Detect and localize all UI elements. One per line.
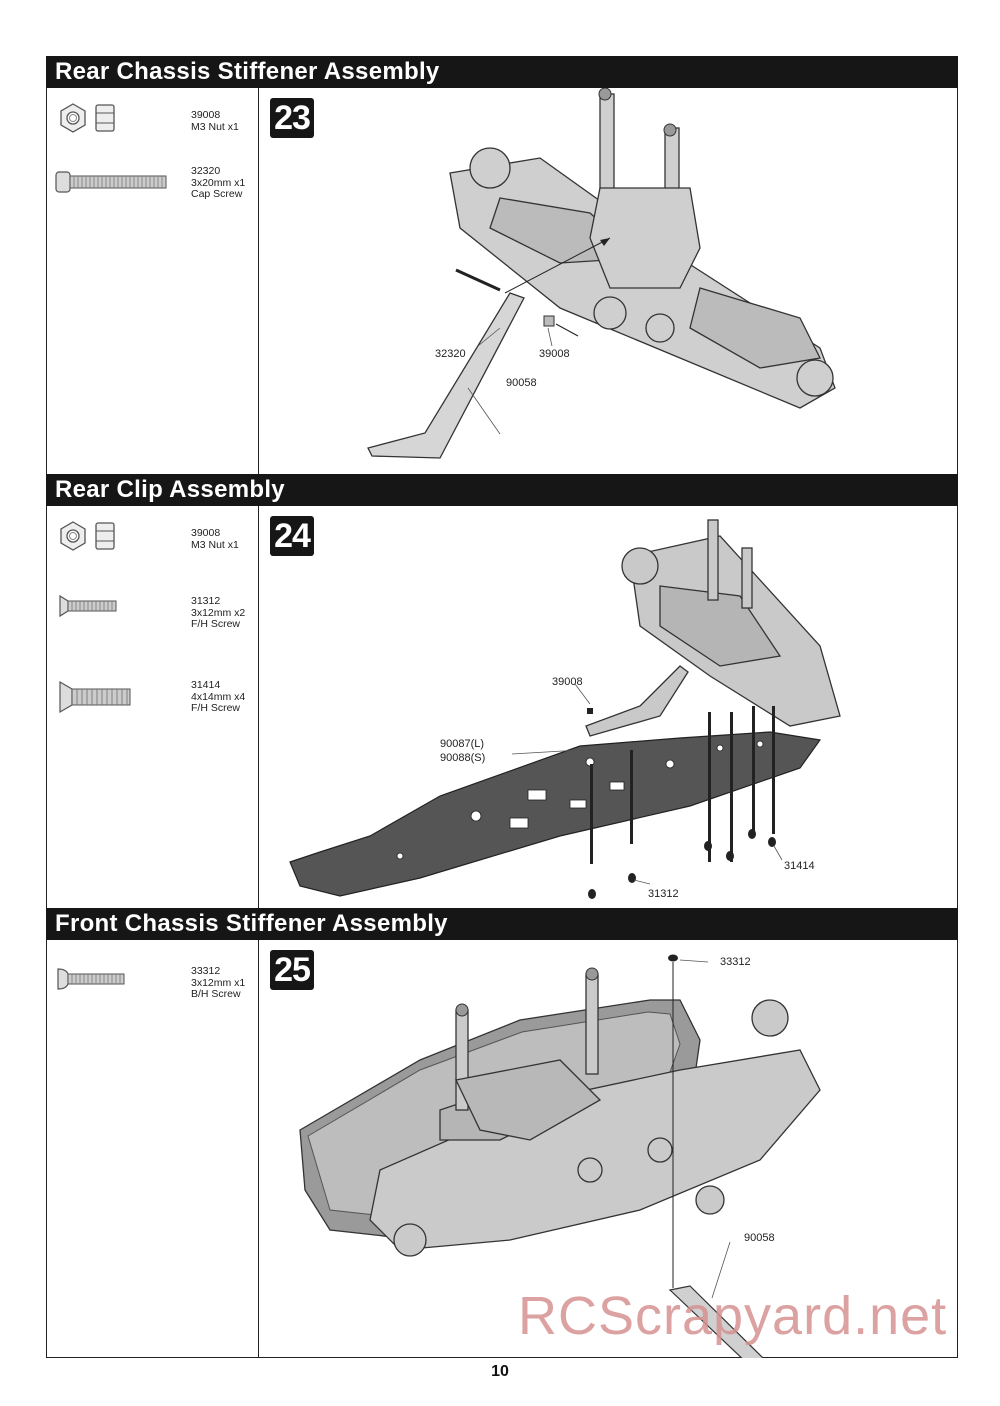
parts-list: 39008 M3 Nut x1 32320: [46, 88, 259, 474]
part-desc: 3x20mm x1: [191, 176, 246, 189]
part-desc: 3x12mm x1: [191, 976, 246, 989]
callout-label: 31312: [648, 888, 679, 900]
part-item: 32320 3x20mm x1 Cap Screw: [46, 164, 259, 204]
section-rear-chassis-stiffener: Rear Chassis Stiffener Assembly 39008 M3…: [46, 56, 958, 474]
step-number: 25: [270, 950, 314, 990]
part-desc-2: F/H Screw: [191, 618, 241, 630]
hex-nut-icon: [60, 103, 115, 133]
callout-label: 33312: [720, 956, 751, 968]
part-code: 33312: [191, 965, 221, 977]
callout-label: 39008: [552, 676, 583, 688]
part-code: 39008: [191, 109, 221, 121]
step-number: 23: [270, 98, 314, 138]
part-desc: 4x14mm x4: [191, 690, 246, 703]
callout-label: 90058: [506, 377, 537, 389]
section-title: Rear Chassis Stiffener Assembly: [46, 56, 958, 88]
hex-nut-icon: [60, 521, 115, 551]
rear-assembly-illustration: [367, 88, 836, 459]
rear-clip-illustration: [289, 519, 841, 899]
watermark: RCScrapyard.net: [518, 1286, 948, 1346]
part-item: 31414 4x14mm x4 F/H Screw: [46, 676, 259, 720]
callout-label: 90087(L): [440, 738, 485, 750]
section-front-chassis-stiffener: Front Chassis Stiffener Assembly 33312 3…: [46, 908, 958, 1358]
step-number: 24: [270, 516, 314, 556]
flat-head-screw-icon: [59, 680, 131, 714]
front-assembly-illustration: [299, 954, 821, 1358]
flat-head-screw-icon: [59, 594, 117, 618]
page-number: 10: [491, 1363, 509, 1380]
part-code: 31312: [191, 595, 221, 607]
part-code: 39008: [191, 527, 221, 539]
part-desc-2: B/H Screw: [191, 988, 241, 1000]
part-code: 32320: [191, 165, 221, 177]
section-title: Front Chassis Stiffener Assembly: [46, 908, 958, 940]
section-title: Rear Clip Assembly: [46, 474, 958, 506]
part-desc-2: F/H Screw: [191, 702, 241, 714]
callout-label: 39008: [539, 348, 570, 360]
parts-list: 33312 3x12mm x1 B/H Screw: [46, 940, 259, 1358]
parts-list: 39008 M3 Nut x1 31312 3x12mm x2 F/H Scre…: [46, 506, 259, 908]
part-item: 39008 M3 Nut x1: [46, 98, 259, 138]
part-item: 31312 3x12mm x2 F/H Screw: [46, 590, 259, 630]
part-desc: M3 Nut x1: [191, 538, 239, 551]
part-code: 31414: [191, 679, 221, 691]
button-head-screw-icon: [57, 968, 125, 990]
callout-label: 32320: [435, 348, 466, 360]
cap-screw-icon: [55, 171, 167, 193]
diagram-area: 23: [260, 88, 958, 474]
callout-label: 90088(S): [440, 752, 486, 764]
part-desc: M3 Nut x1: [191, 120, 239, 133]
diagram-area: 24: [260, 506, 958, 908]
part-desc: 3x12mm x2: [191, 606, 246, 619]
callout-label: 31414: [784, 860, 815, 872]
part-desc-2: Cap Screw: [191, 188, 243, 200]
section-rear-clip: Rear Clip Assembly 39008 M3 Nut x1: [46, 474, 958, 908]
part-item: 39008 M3 Nut x1: [46, 516, 259, 556]
diagram-area: 25 33312: [260, 940, 958, 1358]
part-item: 33312 3x12mm x1 B/H Screw: [46, 962, 259, 1006]
callout-label: 90058: [744, 1232, 775, 1244]
